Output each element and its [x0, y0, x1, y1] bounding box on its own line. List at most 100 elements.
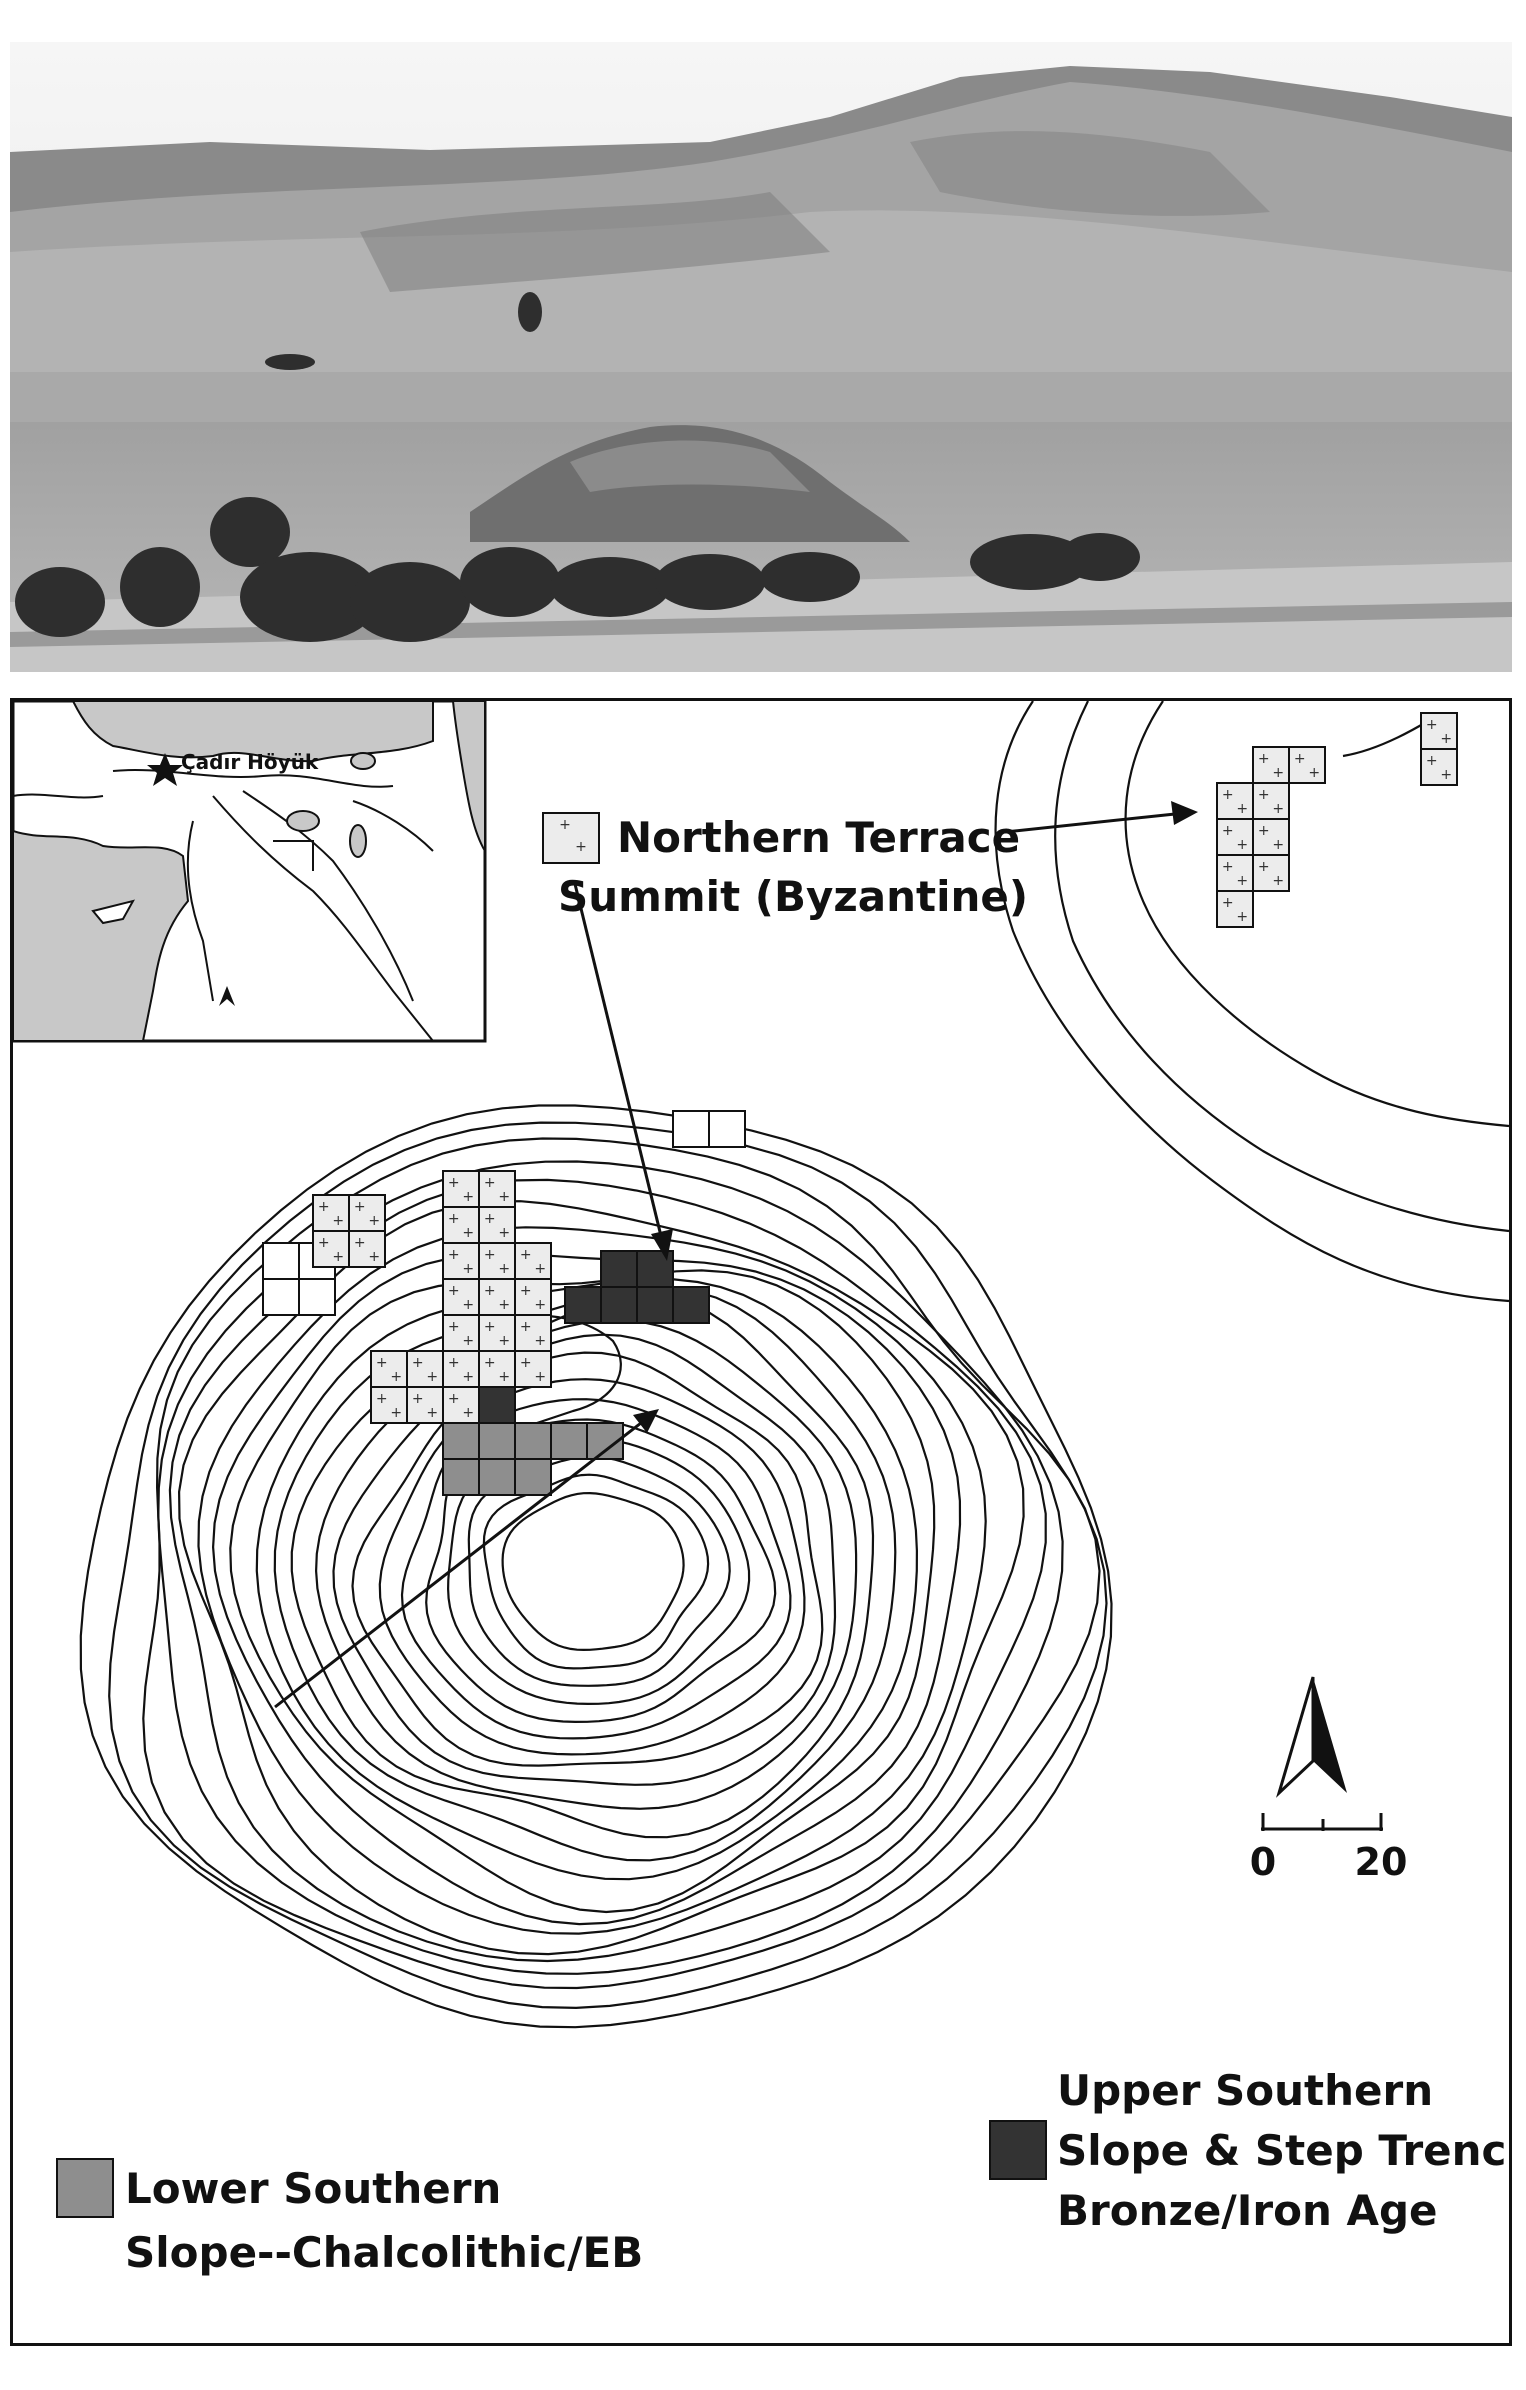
terrace-square — [1252, 854, 1290, 892]
summit-square — [312, 1230, 350, 1268]
open-square — [672, 1110, 710, 1148]
plus-marker-icon: + — [1294, 751, 1306, 767]
upper-slope-square — [672, 1286, 710, 1324]
plus-marker-icon: + — [1236, 909, 1248, 925]
plus-marker-icon: + — [520, 1247, 532, 1263]
plus-marker-icon: + — [520, 1319, 532, 1335]
plus-marker-icon: + — [462, 1189, 474, 1205]
scale-min-label: 0 — [1250, 1840, 1276, 1884]
lower-slope-square — [514, 1422, 552, 1460]
plus-marker-icon: + — [484, 1211, 496, 1227]
summit-square — [514, 1350, 552, 1388]
contour-line — [142, 1137, 1101, 1990]
tree-cluster — [15, 292, 1140, 642]
upper-slope-square — [600, 1286, 638, 1324]
lower-slope-square — [514, 1458, 552, 1496]
plus-marker-icon: + — [412, 1391, 424, 1407]
contour-line — [332, 1333, 837, 1786]
plus-marker-icon: + — [498, 1189, 510, 1205]
legend-lower-southern: Lower Southern Slope--Chalcolithic/EB — [56, 2158, 643, 2277]
terrace-square — [1288, 746, 1326, 784]
plus-marker-icon: + — [1272, 873, 1284, 889]
summit-square — [514, 1242, 552, 1280]
terrace-square — [1252, 818, 1290, 856]
contour-line — [467, 1455, 731, 1687]
excavation-squares: ++++++++++++++++++++++++++++++++++++++++… — [262, 712, 1458, 1496]
legend-northern-line1: Northern Terrace — [617, 813, 1020, 862]
legend-upper-line2: Slope & Step Trench — [1057, 2126, 1509, 2175]
contour-line — [157, 1160, 1064, 1975]
plus-marker-icon: + — [448, 1355, 460, 1371]
terrace-square — [1252, 746, 1290, 784]
site-map-canvas: Çadır Höyük ++++++++++++++++++++++++++++… — [13, 701, 1509, 2277]
lower-slope-square — [442, 1458, 480, 1496]
plus-marker-icon: + — [1222, 859, 1234, 875]
plus-marker-icon: + — [534, 1333, 546, 1349]
plus-marker-icon: + — [376, 1355, 388, 1371]
plus-marker-icon: + — [1222, 787, 1234, 803]
summit-square — [348, 1230, 386, 1268]
plus-marker-icon: + — [368, 1213, 380, 1229]
contour-line — [273, 1286, 897, 1862]
plus-marker-icon: + — [1236, 873, 1248, 889]
summit-square — [514, 1314, 552, 1352]
summit-square — [370, 1350, 408, 1388]
contour-line — [211, 1252, 962, 1926]
terrace-square — [1216, 854, 1254, 892]
terrace-square — [1420, 748, 1458, 786]
plus-marker-icon: + — [484, 1319, 496, 1335]
site-map: Çadır Höyük ++++++++++++++++++++++++++++… — [10, 698, 1512, 2346]
open-square — [262, 1242, 300, 1280]
terrace-square — [1420, 712, 1458, 750]
plus-marker-icon: + — [390, 1405, 402, 1421]
legend-upper-line1: Upper Southern — [1057, 2066, 1433, 2115]
plus-marker-icon: + — [484, 1355, 496, 1371]
plus-marker-icon: + — [426, 1405, 438, 1421]
plus-marker-icon: + — [534, 1369, 546, 1385]
contour-line — [501, 1491, 685, 1652]
plus-marker-icon: + — [534, 1297, 546, 1313]
plus-marker-icon: + — [1308, 765, 1320, 781]
plus-marker-icon: + — [448, 1175, 460, 1191]
sea — [13, 829, 190, 1042]
sea — [71, 701, 434, 763]
mound-highlight — [570, 440, 810, 492]
plus-marker-icon: + — [448, 1319, 460, 1335]
plus-marker-icon: + — [448, 1247, 460, 1263]
plus-marker-icon: + — [498, 1261, 510, 1277]
contour-line — [168, 1178, 1047, 1963]
legend-lower-line2: Slope--Chalcolithic/EB — [125, 2228, 643, 2277]
plus-marker-icon: + — [1258, 859, 1270, 875]
open-square — [298, 1278, 336, 1316]
plus-marker-icon: + — [462, 1225, 474, 1241]
terrace-square — [1216, 890, 1254, 928]
plus-marker-icon: + — [462, 1261, 474, 1277]
contour-line — [197, 1226, 987, 1935]
open-square — [262, 1278, 300, 1316]
upper-slope-square — [636, 1286, 674, 1324]
plus-marker-icon: + — [412, 1355, 424, 1371]
plus-marker-icon: + — [1258, 787, 1270, 803]
inset-north-arrow-icon — [219, 986, 235, 1006]
terrace-contours — [994, 701, 1509, 1303]
step-trench-square — [478, 1386, 516, 1424]
arrow-head-icon — [633, 1409, 659, 1433]
plus-marker-icon: + — [498, 1225, 510, 1241]
plus-marker-icon: + — [462, 1297, 474, 1313]
contour-line — [378, 1378, 806, 1756]
scale-max-label: 20 — [1355, 1840, 1408, 1884]
upper-slope-square — [564, 1286, 602, 1324]
arrow-northern-terrace — [1004, 801, 1198, 834]
plus-marker-icon: + — [390, 1369, 402, 1385]
plus-marker-icon: + — [448, 1283, 460, 1299]
plus-marker-icon: + — [462, 1333, 474, 1349]
plus-marker-icon: + — [520, 1355, 532, 1371]
plus-marker-icon: + — [1222, 823, 1234, 839]
legend-swatch-gray — [56, 2158, 114, 2218]
upper-slope-square — [600, 1250, 638, 1288]
plus-marker-icon: + — [1440, 731, 1452, 747]
summit-square — [478, 1170, 516, 1208]
legend-swatch-dark — [989, 2120, 1047, 2180]
summit-square — [478, 1278, 516, 1316]
plus-marker-icon: + — [484, 1247, 496, 1263]
